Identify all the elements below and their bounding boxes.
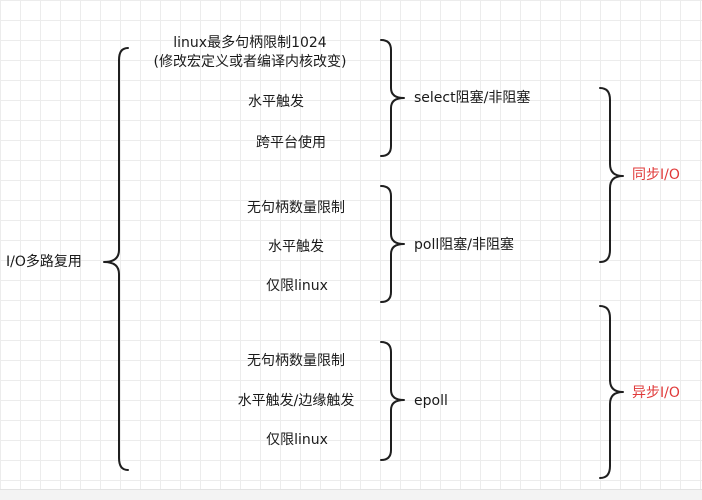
select-brace [380, 39, 405, 157]
poll-label: poll阻塞/非阻塞 [414, 237, 514, 253]
async-brace [599, 305, 624, 479]
epoll-feature-edge-trigger: 水平触发/边缘触发 [237, 393, 355, 409]
epoll-label: epoll [414, 393, 448, 409]
poll-brace [380, 185, 405, 303]
root-label: I/O多路复用 [6, 254, 82, 270]
epoll-brace [380, 341, 405, 461]
bottom-scroll-bar[interactable] [0, 489, 702, 500]
root-brace [103, 47, 129, 471]
epoll-feature-no-limit: 无句柄数量限制 [247, 353, 345, 369]
poll-feature-no-limit: 无句柄数量限制 [247, 200, 345, 216]
select-label: select阻塞/非阻塞 [414, 90, 531, 106]
async-io-label: 异步I/O [632, 385, 680, 401]
epoll-feature-linux-only: 仅限linux [266, 432, 328, 448]
poll-feature-level-trigger: 水平触发 [268, 239, 324, 255]
select-feature-handle-limit: linux最多句柄限制1024 (修改宏定义或者编译内核改变) [153, 35, 347, 70]
sync-io-label: 同步I/O [632, 167, 680, 183]
sync-brace [599, 87, 624, 263]
poll-feature-linux-only: 仅限linux [266, 278, 328, 294]
select-feature-cross-platform: 跨平台使用 [256, 135, 326, 151]
select-feature-level-trigger: 水平触发 [248, 94, 304, 110]
